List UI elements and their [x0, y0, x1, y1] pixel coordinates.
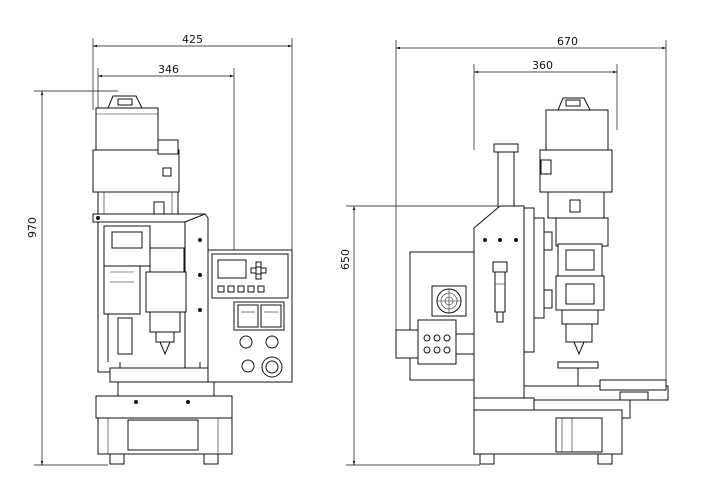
- side-foot-left: [479, 453, 495, 465]
- side-table-top: [557, 361, 599, 369]
- side-valve-top: [492, 261, 508, 273]
- temp-controller-left: [237, 304, 259, 328]
- front-cylinder: [103, 265, 141, 315]
- dim-346-label: 346: [158, 63, 179, 76]
- front-view: 425 346 970: [26, 33, 293, 466]
- front-motor-box: [162, 167, 172, 177]
- dim-670-label: 670: [557, 35, 578, 48]
- side-post-cap: [493, 143, 519, 153]
- front-motor-cap: [157, 139, 179, 155]
- dim-360-label: 360: [532, 59, 553, 72]
- front-table: [109, 367, 211, 383]
- side-post: [497, 151, 515, 211]
- front-spindle-head: [149, 247, 185, 273]
- front-spindle-body: [145, 271, 187, 313]
- dim-346: 346: [97, 63, 235, 250]
- dim-970-label: 970: [26, 217, 39, 238]
- dim-650-label: 650: [339, 249, 352, 270]
- dim-670: 670: [395, 35, 667, 386]
- knob-left-icon: [239, 335, 253, 349]
- front-foot-right: [203, 453, 219, 465]
- front-cabinet-door: [127, 419, 199, 451]
- front-base-top: [95, 395, 233, 419]
- control-panel: [207, 249, 293, 383]
- temp-controller-right: [260, 304, 282, 328]
- side-rail: [523, 207, 535, 353]
- front-handle: [107, 95, 143, 109]
- button-row: [217, 285, 265, 293]
- side-foot-right: [597, 453, 613, 465]
- dim-425-label: 425: [182, 33, 203, 46]
- button-left-icon: [241, 359, 255, 373]
- lcd-screen: [217, 259, 247, 279]
- side-motor-body: [539, 149, 613, 193]
- front-side-plate: [184, 213, 209, 373]
- front-spindle-lower: [149, 311, 181, 333]
- side-motor-top: [545, 109, 609, 151]
- knob-right-icon: [265, 335, 279, 349]
- side-regulator: [494, 271, 506, 313]
- side-tool-tip: [573, 341, 585, 356]
- side-slide: [533, 217, 545, 319]
- side-connector-left: [395, 329, 421, 359]
- side-view: 670 360 650: [339, 35, 669, 466]
- dim-425: 425: [92, 33, 293, 250]
- dim-970: 970: [26, 90, 118, 466]
- side-connector-block: [417, 319, 457, 365]
- dim-360: 360: [473, 59, 618, 150]
- front-coupling: [97, 191, 179, 215]
- dim-650: 650: [339, 205, 520, 466]
- side-handle: [557, 97, 591, 111]
- front-foot-left: [109, 453, 125, 465]
- front-motor-top: [95, 107, 159, 151]
- front-handle-grip: [117, 98, 133, 106]
- front-tool-tip: [159, 341, 171, 356]
- keypad: [250, 261, 267, 280]
